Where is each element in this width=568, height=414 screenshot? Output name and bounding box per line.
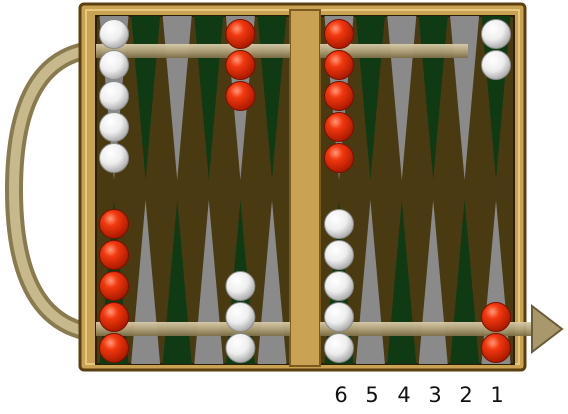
red-checker[interactable] <box>100 334 129 363</box>
white-checker[interactable] <box>325 334 354 363</box>
red-checker[interactable] <box>100 303 129 332</box>
red-checker[interactable] <box>325 144 354 173</box>
point-label-2: 2 <box>451 384 481 406</box>
red-checker[interactable] <box>100 272 129 301</box>
white-checker[interactable] <box>100 82 129 111</box>
white-checker[interactable] <box>226 334 255 363</box>
white-checker[interactable] <box>226 272 255 301</box>
red-checker[interactable] <box>325 51 354 80</box>
center-bar <box>290 10 320 366</box>
point-label-6: 6 <box>326 384 356 406</box>
white-checker[interactable] <box>100 20 129 49</box>
white-checker[interactable] <box>325 210 354 239</box>
white-checker[interactable] <box>100 144 129 173</box>
red-checker[interactable] <box>226 20 255 49</box>
point-label-4: 4 <box>389 384 419 406</box>
red-checker[interactable] <box>325 20 354 49</box>
white-checker[interactable] <box>100 113 129 142</box>
white-checker[interactable] <box>325 272 354 301</box>
exit-arrow-head <box>532 306 562 352</box>
point-label-1: 1 <box>482 384 512 406</box>
point-label-5: 5 <box>357 384 387 406</box>
red-checker[interactable] <box>226 82 255 111</box>
red-checker[interactable] <box>325 82 354 111</box>
red-checker[interactable] <box>482 303 511 332</box>
red-checker[interactable] <box>482 334 511 363</box>
point-label-3: 3 <box>420 384 450 406</box>
white-checker[interactable] <box>482 20 511 49</box>
red-checker[interactable] <box>100 241 129 270</box>
red-checker[interactable] <box>100 210 129 239</box>
white-checker[interactable] <box>325 241 354 270</box>
white-checker[interactable] <box>100 51 129 80</box>
red-checker[interactable] <box>325 113 354 142</box>
white-checker[interactable] <box>226 303 255 332</box>
white-checker[interactable] <box>482 51 511 80</box>
red-checker[interactable] <box>226 51 255 80</box>
white-checker[interactable] <box>325 303 354 332</box>
